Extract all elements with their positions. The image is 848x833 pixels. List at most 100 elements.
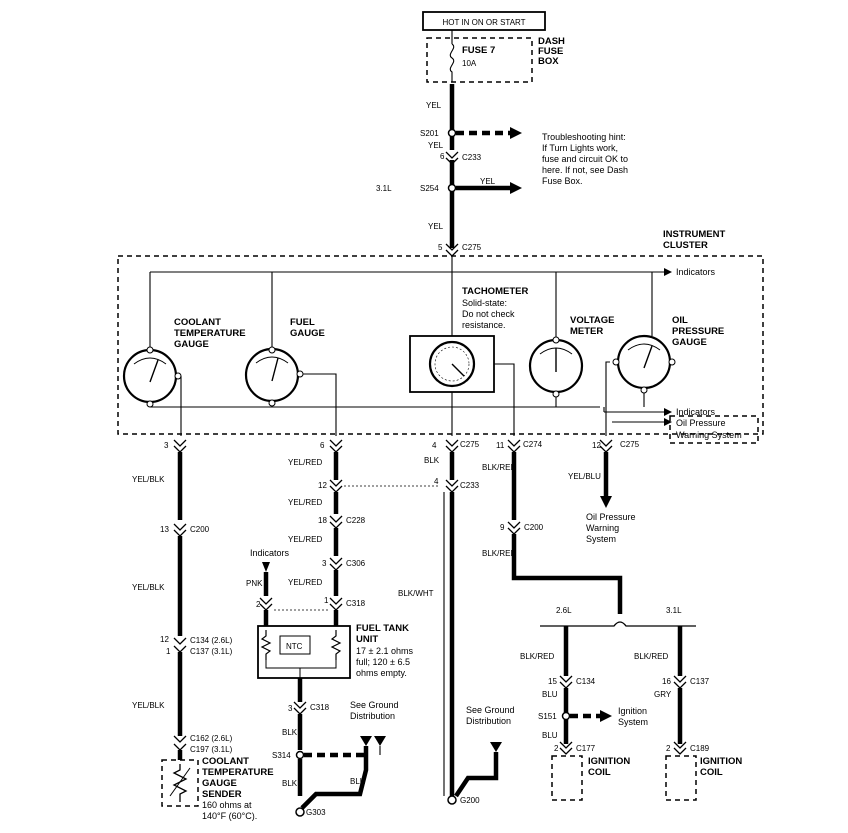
conn-c200-left	[173, 523, 187, 537]
trouble-5: Fuse Box.	[542, 176, 583, 186]
hot-in-box	[422, 11, 546, 31]
fuel-gauge-scale	[255, 356, 289, 364]
tachometer-needle	[451, 363, 465, 377]
connector-c275-oil: C275	[620, 440, 640, 449]
volt-label-2: METER	[570, 326, 603, 337]
pin-12-oil: 12	[592, 441, 601, 450]
ignition-system-2: System	[618, 717, 648, 727]
ground-arrow-1	[360, 736, 372, 746]
coolant-term-right	[174, 372, 182, 380]
oil-term-bot	[640, 386, 648, 394]
oil-gauge-scale	[627, 343, 661, 351]
wire-blk-red-26: BLK/RED	[520, 652, 554, 661]
indicators-arrow-bot	[664, 408, 672, 416]
oil-label-2: PRESSURE	[672, 326, 724, 337]
pin-2-c189: 2	[666, 744, 671, 753]
fuel-unit-title-2: UNIT	[356, 634, 378, 645]
conn-c162-26: C162 (2.6L)	[190, 734, 233, 743]
trouble-2: If Turn Lights work,	[542, 143, 618, 153]
wire-yel-red-3: YEL/RED	[288, 535, 322, 544]
conn-c200-right	[507, 521, 521, 535]
pin-2-c177: 2	[554, 744, 559, 753]
tach-sig-2	[511, 534, 623, 614]
engine-26: 2.6L	[556, 606, 572, 615]
wire-yel-s254: YEL	[480, 177, 496, 186]
ignition-coil-26	[551, 755, 583, 801]
pin-4-c233: 4	[434, 477, 439, 486]
dash-fuse-box-label-3: BOX	[538, 56, 559, 67]
coolant-sender-arrow	[169, 767, 191, 797]
oil-warn-1: Oil Pressure	[676, 418, 726, 428]
indicators-pnk: Indicators	[250, 548, 290, 558]
s151-arrow	[600, 710, 612, 722]
wire-blk-red-31: BLK/RED	[634, 652, 668, 661]
wire-gry: GRY	[654, 690, 672, 699]
coolant-sender-resistor	[172, 764, 188, 802]
fuel-unit-internal	[265, 660, 337, 678]
conn-c177-label: C177	[576, 744, 596, 753]
tach-note-1: Solid-state:	[462, 298, 507, 308]
wire-yel-blu: YEL/BLU	[568, 472, 601, 481]
tachometer-dial-inner	[434, 346, 470, 382]
splice-s151-label: S151	[538, 712, 557, 721]
splice-s201-label: S201	[420, 129, 439, 138]
ground-g303	[295, 807, 305, 817]
conn-c233-tach	[445, 479, 459, 493]
pin-5-c275: 5	[438, 243, 443, 252]
tach-note-2: Do not check	[462, 309, 515, 319]
oil-system-3: System	[586, 534, 616, 544]
splice-s201	[447, 128, 457, 138]
conn-c197-31: C197 (3.1L)	[190, 745, 233, 754]
fuel-gauge-needle	[271, 357, 279, 382]
coolant-term-bot	[146, 400, 154, 408]
conn-c134	[559, 675, 573, 689]
volt-term-top	[552, 336, 560, 344]
conn-c134-label: C134	[576, 677, 596, 686]
fuel-term-top	[268, 346, 276, 354]
indicators-pnk-arrow	[262, 562, 270, 572]
conn-c306-label: C306	[346, 559, 366, 568]
conn-c200-left-label: C200	[190, 525, 210, 534]
wire-yel-3: YEL	[428, 222, 444, 231]
s254-arrow	[510, 182, 522, 194]
conn-c137-label: C137	[690, 677, 710, 686]
pin-1-c137: 1	[166, 647, 171, 656]
hot-in-label: HOT IN ON OR START	[442, 18, 525, 27]
oil-label-3: GAUGE	[672, 337, 707, 348]
splice-s314	[295, 750, 305, 760]
pin-6-c233: 6	[440, 152, 445, 161]
tach-note-3: resistance.	[462, 320, 506, 330]
pin-3-c318-gnd: 3	[288, 704, 293, 713]
conn-c200-right-label: C200	[524, 523, 544, 532]
coolant-label-2: TEMPERATURE	[174, 328, 246, 339]
tach-signal	[494, 363, 515, 436]
fuel-term-bot	[268, 399, 276, 407]
fuel-term-right	[296, 370, 304, 378]
oil-sense	[605, 361, 610, 436]
conn-c318-gnd	[293, 701, 307, 715]
dash-fuse-box	[426, 37, 533, 83]
oil-label-1: OIL	[672, 315, 688, 326]
coolant-gauge-needle	[149, 359, 159, 383]
pin-18: 18	[318, 516, 327, 525]
wire-yel-blk-2: YEL/BLK	[132, 583, 165, 592]
conn-oil-c275	[599, 439, 613, 453]
conn-c233-mid: C233	[460, 481, 480, 490]
oil-warn-box	[669, 415, 759, 444]
wire-blu-1: BLU	[542, 690, 558, 699]
pin-4-tach: 4	[432, 441, 437, 450]
volt-label-1: VOLTAGE	[570, 315, 615, 326]
fuel-label-2: GAUGE	[290, 328, 325, 339]
sender-spec-1: 160 ohms at	[202, 800, 252, 810]
coolant-gauge-scale	[133, 357, 167, 365]
wire-yel-red-4: YEL/RED	[288, 578, 322, 587]
see-ground-c-2: Distribution	[466, 716, 511, 726]
ntc-label: NTC	[286, 642, 303, 651]
sender-4: SENDER	[202, 789, 242, 800]
conn-c134-c137	[173, 637, 187, 653]
ground-g303-label: G303	[306, 808, 326, 817]
pin-2-c318: 2	[256, 600, 261, 609]
conn-coolant-c275	[173, 439, 187, 453]
conn-c318-label: C318	[346, 599, 366, 608]
dash-fuse-box-label-2: FUSE	[538, 46, 563, 57]
